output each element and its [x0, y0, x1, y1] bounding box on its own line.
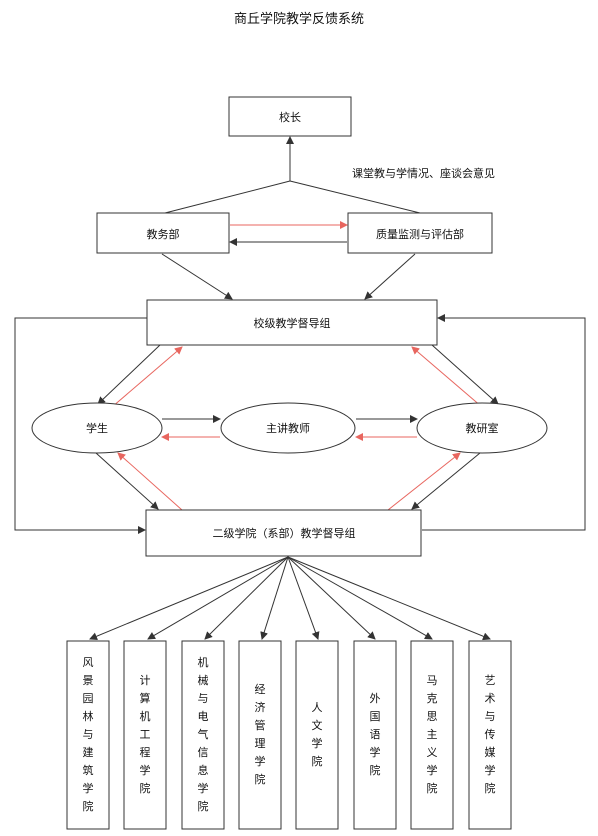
- arrow-supervision-to-office: [431, 344, 499, 405]
- college-label-3: 机械与电气信息学院: [198, 655, 209, 813]
- node-lecturer-label: 主讲教师: [266, 421, 310, 435]
- college-label-2: 计算机工程学院: [140, 674, 151, 795]
- college-label-4: 经济管理学院: [255, 683, 266, 786]
- line-quality-to-junction: [289, 180, 421, 214]
- node-college-supervision: 二级学院（系部）教学督导组: [145, 509, 422, 557]
- loop-left: [14, 317, 147, 534]
- node-teaching-office-label: 教研室: [466, 421, 499, 435]
- arrow-to-college-7: [287, 556, 433, 640]
- node-students-label: 学生: [86, 421, 108, 435]
- node-teaching-office: 教研室: [416, 402, 548, 454]
- college-box-4: 经济管理学院: [238, 640, 282, 830]
- arrow-to-college-2: [147, 556, 289, 640]
- arrow-quality-to-supervision: [364, 253, 416, 300]
- arrow-academic-to-supervision: [161, 253, 233, 300]
- college-box-5: 人文学院: [295, 640, 339, 830]
- node-academic-affairs-label: 教务部: [147, 227, 180, 241]
- college-box-1: 风景园林与建筑学院: [66, 640, 110, 830]
- college-box-8: 艺术与传媒学院: [468, 640, 512, 830]
- college-label-7: 马克思主义学院: [427, 674, 438, 795]
- college-box-2: 计算机工程学院: [123, 640, 167, 830]
- college-label-1: 风景园林与建筑学院: [83, 656, 94, 813]
- node-academic-affairs: 教务部: [96, 212, 230, 254]
- college-label-8: 艺术与传媒学院: [485, 674, 496, 795]
- node-quality-office-label: 质量监测与评估部: [376, 227, 464, 241]
- arrow-to-college-4: [260, 556, 289, 640]
- college-label-6: 外国语学院: [370, 692, 381, 777]
- arrow-college-to-office: [387, 452, 461, 511]
- college-box-3: 机械与电气信息学院: [181, 640, 225, 830]
- arrow-students-to-college: [95, 452, 159, 510]
- arrow-office-to-college: [411, 452, 481, 510]
- node-principal-label: 校长: [279, 110, 301, 124]
- arrow-college-to-students: [117, 452, 183, 511]
- arrow-to-college-3: [204, 556, 289, 640]
- node-students: 学生: [31, 402, 163, 454]
- arrow-to-college-8: [287, 556, 491, 641]
- arrow-students-to-supervision: [111, 346, 183, 408]
- arrow-to-college-1: [89, 556, 289, 641]
- college-box-7: 马克思主义学院: [410, 640, 454, 830]
- arrow-office-to-supervision: [411, 346, 483, 408]
- node-school-supervision-label: 校级教学督导组: [254, 316, 331, 330]
- loop-right: [422, 314, 586, 531]
- annotation-text: 课堂教与学情况、座谈会意见: [352, 166, 495, 180]
- node-lecturer: 主讲教师: [220, 402, 356, 454]
- arrow-to-college-5: [287, 556, 320, 640]
- arrow-supervision-to-students: [97, 344, 161, 405]
- node-quality-office: 质量监测与评估部: [347, 212, 493, 254]
- arrow-to-college-6: [287, 556, 376, 640]
- page-title: 商丘学院教学反馈系统: [233, 12, 364, 27]
- node-principal: 校长: [228, 96, 352, 137]
- college-label-5: 人文学院: [312, 701, 323, 768]
- line-academic-to-junction: [164, 180, 291, 214]
- node-school-supervision: 校级教学督导组: [146, 299, 438, 346]
- node-college-supervision-label: 二级学院（系部）教学督导组: [213, 526, 356, 540]
- college-box-6: 外国语学院: [353, 640, 397, 830]
